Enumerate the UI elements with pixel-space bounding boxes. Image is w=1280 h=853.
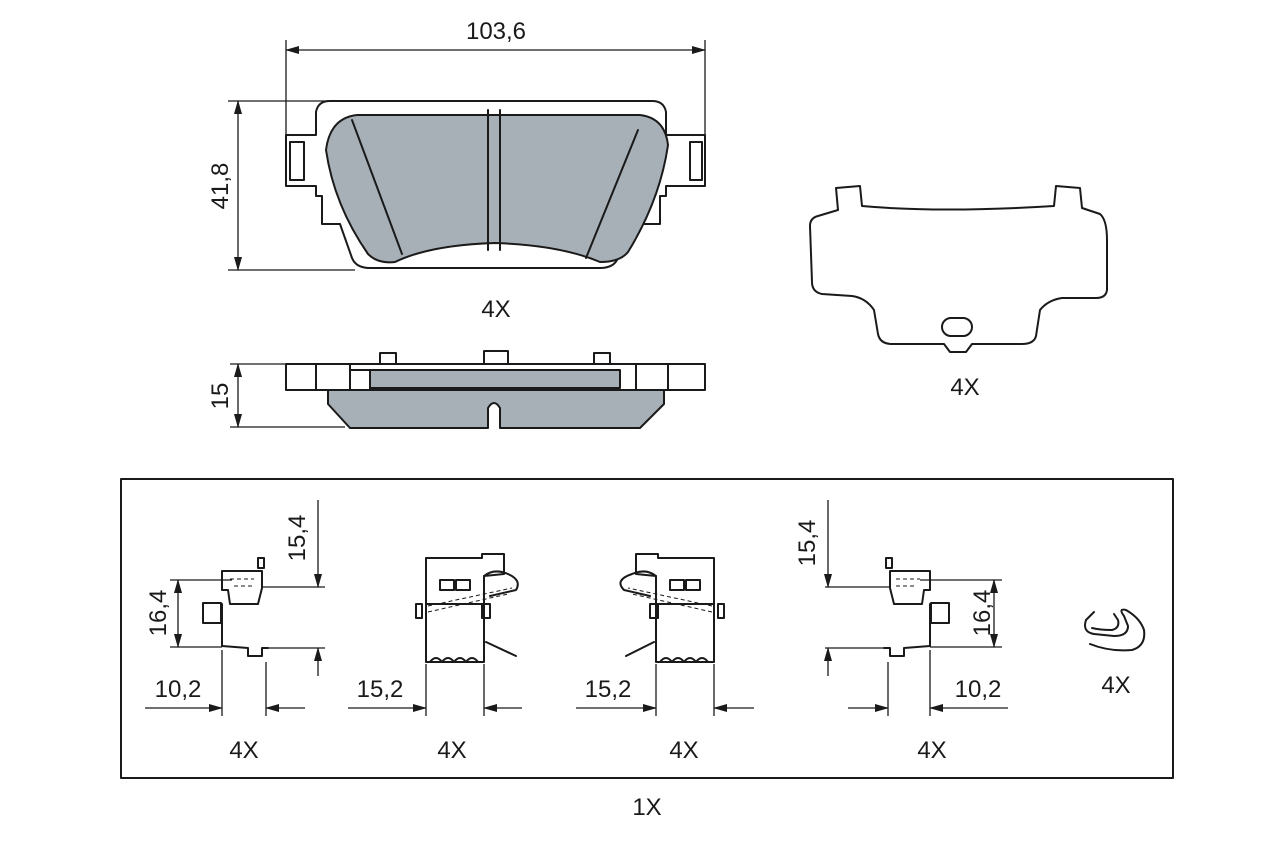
clip-2-dash (427, 587, 513, 613)
clip-2-side-right (481, 603, 491, 619)
spring-clip: 4X (1084, 608, 1146, 699)
clip-3-body (655, 603, 715, 663)
clip-2-top-right (455, 579, 471, 591)
clip-3-width: 15,2 (585, 676, 632, 703)
chamfer-right (585, 129, 639, 259)
clip-3-side-right (717, 603, 725, 619)
clip-3-top-right (685, 579, 701, 591)
accessory-kit-frame (120, 478, 1174, 779)
spring-clip-inner (1091, 613, 1120, 631)
clip-2-tail (485, 641, 517, 657)
friction-material (325, 114, 669, 264)
clip-1-dash (230, 578, 254, 587)
pad-front-view: 103,6 41,8 4X (207, 18, 706, 323)
clip-4-height-b: 16,4 (969, 590, 996, 637)
pad-quantity: 4X (481, 296, 510, 323)
clip-2-width: 15,2 (357, 676, 404, 703)
side-shim-strip (369, 369, 621, 389)
spring-clip-outer (1084, 608, 1146, 652)
clip-3: 15,2 4X (576, 553, 754, 764)
shim-quantity: 4X (950, 374, 979, 401)
clip-2-quantity: 4X (437, 737, 466, 764)
clip-4-body (883, 603, 931, 657)
height-dim-label: 41,8 (207, 163, 234, 210)
clip-1-width: 10,2 (155, 676, 202, 703)
side-friction (327, 389, 665, 429)
clip-4-width: 10,2 (955, 676, 1002, 703)
side-inner-plate (349, 369, 371, 391)
width-dim-label: 103,6 (466, 18, 526, 45)
clip-3-teeth (659, 657, 709, 663)
clip-2-spring-arm (483, 570, 519, 597)
clip-3-dash (627, 587, 713, 613)
clip-2-top-left (439, 579, 455, 591)
pad-side-view: 15 (207, 350, 706, 429)
clip-4-quantity: 4X (917, 737, 946, 764)
clip-1-side-tab (202, 602, 222, 624)
shim-window (941, 317, 973, 337)
clip-2-side-left (415, 603, 423, 619)
clip-1-height-b: 16,4 (145, 590, 172, 637)
kit-quantity: 1X (632, 794, 661, 821)
clip-4-height-a: 15,4 (794, 520, 821, 567)
clip-3-top-left (669, 579, 685, 591)
clip-1-body (221, 603, 269, 657)
clip-4: 15,4 16,4 10,2 4X (794, 500, 1008, 764)
side-tab-left (379, 352, 397, 365)
clip-1-head (221, 570, 263, 605)
side-tab-right (593, 352, 611, 365)
clip-4-dash (896, 578, 920, 587)
side-tab-center (483, 350, 509, 365)
clip-3-tail (625, 641, 655, 657)
clip-4-side-tab (930, 602, 950, 624)
right-lug (689, 141, 703, 181)
clip-4-head (889, 570, 931, 605)
clip-2: 15,2 4X (348, 553, 522, 764)
clip-2-teeth (429, 657, 479, 663)
clip-1-height-a: 15,4 (284, 515, 311, 562)
clip-1: 15,4 16,4 10,2 4X (145, 500, 325, 764)
spring-clip-quantity: 4X (1101, 672, 1130, 699)
clip-3-spring-arm (619, 570, 657, 597)
thickness-dim-label: 15 (207, 383, 234, 410)
clip-1-top-tab (257, 557, 265, 569)
chamfer-left (351, 119, 403, 255)
clip-3-side-left (649, 603, 659, 619)
clip-3-quantity: 4X (669, 737, 698, 764)
shim-outline (809, 185, 1108, 353)
clip-2-body (425, 603, 485, 663)
left-lug (289, 141, 305, 181)
clip-1-quantity: 4X (229, 737, 258, 764)
shim-view: 4X (809, 185, 1108, 401)
clip-4-top-tab (885, 557, 893, 569)
